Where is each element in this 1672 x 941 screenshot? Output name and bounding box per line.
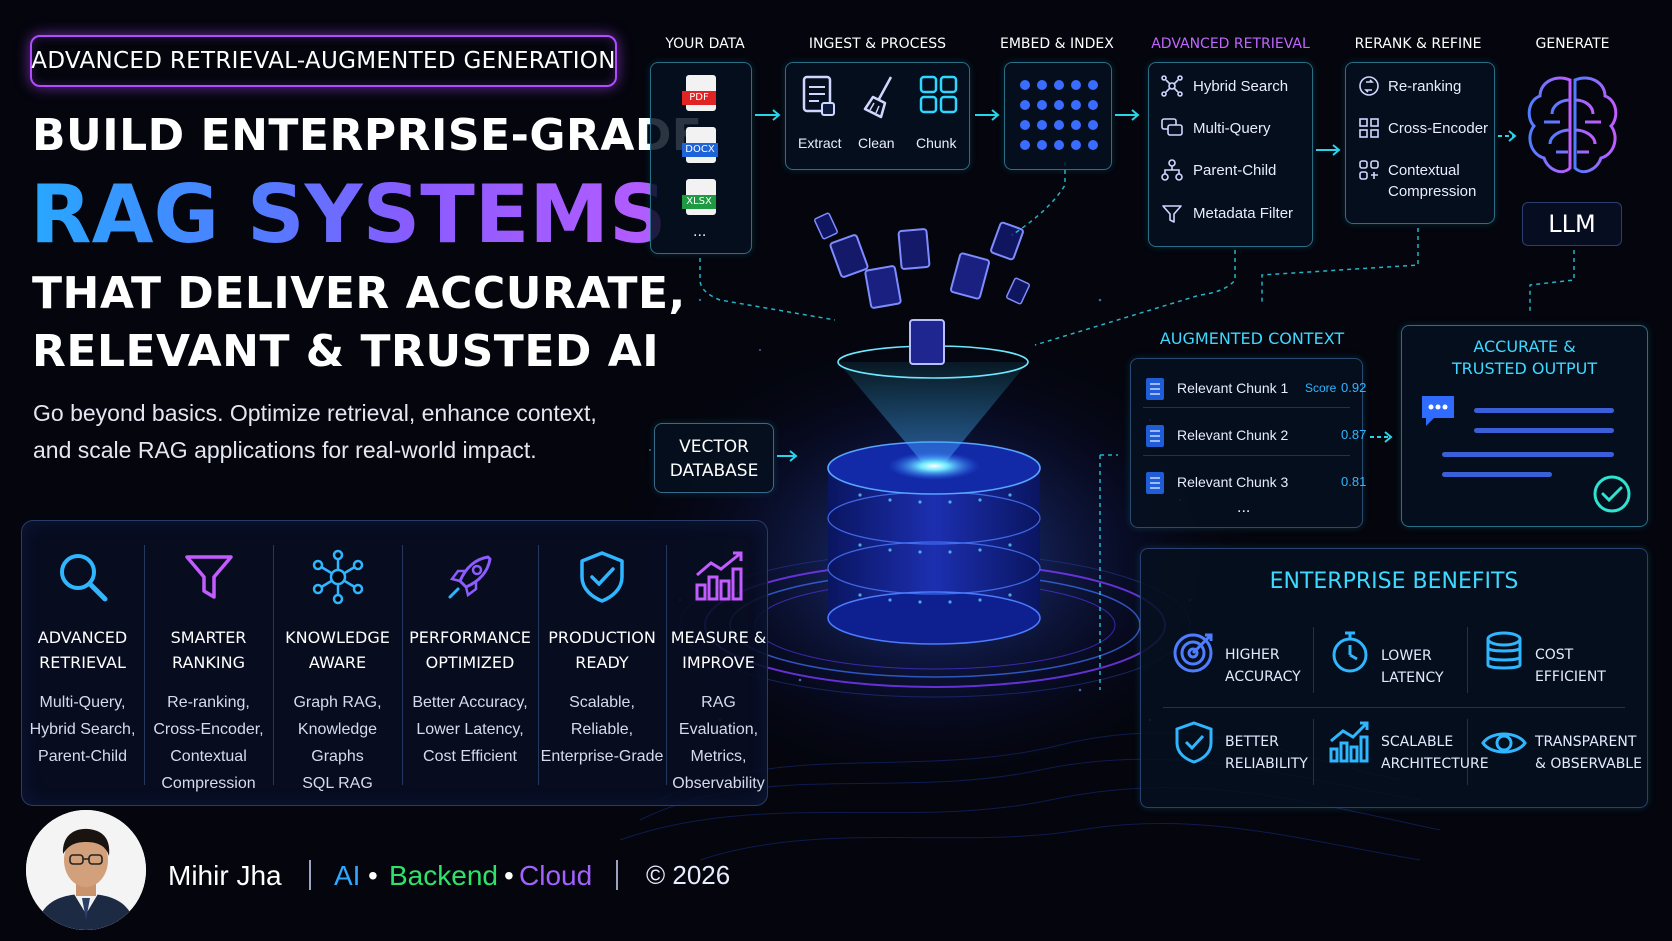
ingest-box: Extract Clean Chunk [785, 62, 970, 170]
rerank-item-reranking: Re-ranking [1388, 78, 1462, 95]
multi-query-icon [1161, 118, 1183, 136]
headline-line-3: THAT DELIVER ACCURATE, [32, 268, 686, 319]
embed-index-box [1004, 62, 1112, 170]
chunk-grid-icon [919, 75, 958, 114]
magnifier-icon [59, 554, 107, 602]
footer-tag-cloud: Cloud [519, 860, 593, 891]
retrieval-item-parent-child: Parent-Child [1193, 162, 1277, 179]
cross-encoder-icon [1359, 118, 1379, 138]
stage-label-your-data: YOUR DATA [665, 36, 745, 52]
xlsx-file-icon: XLSX [682, 179, 716, 215]
feature-measure-improve: MEASURE &IMPROVE RAG Evaluation,Metrics,… [668, 521, 769, 807]
footer-tag-ai: AI [334, 860, 361, 891]
author-name: Mihir Jha [168, 860, 282, 891]
footer-dot: • [368, 860, 378, 891]
ingest-step-extract: Extract [798, 135, 842, 151]
context-chunk: Relevant Chunk 2 0.87 [1145, 418, 1366, 452]
headline-line-1: BUILD ENTERPRISE-GRADE [32, 110, 703, 161]
brain-icon [1527, 76, 1618, 174]
rocket-icon [448, 555, 492, 599]
rerank-item-compression: Compression [1388, 183, 1477, 200]
retrieval-item-metadata-filter: Metadata Filter [1193, 205, 1294, 222]
broom-icon [863, 76, 893, 119]
retrieval-item-multi-query: Multi-Query [1193, 120, 1271, 137]
target-icon [1173, 633, 1213, 673]
subheadline-line-1: Go beyond basics. Optimize retrieval, en… [33, 400, 597, 426]
rerank-box: Re-ranking Cross-Encoder Contextual Comp… [1345, 62, 1495, 224]
your-data-box: PDF DOCX XLSX ... [650, 62, 752, 254]
pdf-file-icon: PDF [682, 75, 716, 111]
header-badge: ADVANCED RETRIEVAL-AUGMENTED GENERATION [30, 35, 617, 87]
stopwatch-icon [1332, 631, 1368, 673]
shield-check-icon [580, 551, 624, 603]
augmented-context-title: AUGMENTED CONTEXT [1159, 329, 1345, 348]
avatar [26, 810, 146, 930]
parent-child-icon [1161, 159, 1183, 181]
retrieval-item-hybrid-search: Hybrid Search [1193, 78, 1289, 95]
docx-file-icon: DOCX [682, 127, 718, 163]
benefit-transparent-observable: TRANSPARENT& OBSERVABLE [1535, 734, 1642, 772]
retrieval-box: Hybrid Search Multi-Query Parent-Child M… [1148, 62, 1313, 247]
vector-dots-icon [1020, 80, 1098, 150]
stage-label-ingest: INGEST & PROCESS [808, 36, 947, 52]
hybrid-search-icon [1161, 75, 1183, 97]
ingest-step-clean: Clean [858, 135, 895, 151]
headline-line-4: RELEVANT & TRUSTED AI [32, 326, 660, 377]
footer-divider [616, 860, 618, 890]
filter-icon [1162, 205, 1182, 223]
rerank-item-cross-encoder: Cross-Encoder [1388, 120, 1489, 137]
rerank-cycle-icon [1359, 76, 1379, 96]
check-circle-icon [1593, 475, 1631, 513]
footer-divider [309, 860, 311, 890]
benefits-title: ENTERPRISE BENEFITS [1269, 569, 1519, 594]
subheadline-line-2: and scale RAG applications for real-worl… [33, 437, 537, 463]
chat-bubble-icon [1422, 396, 1454, 426]
coin-stack-icon [1486, 631, 1522, 670]
context-chunk: Relevant Chunk 1 Score 0.92 [1145, 371, 1366, 405]
headline-line-2: RAG SYSTEMS [30, 168, 667, 261]
stage-label-rerank: RERANK & REFINE [1354, 36, 1482, 52]
graph-network-icon [312, 549, 363, 605]
funnel-icon [184, 555, 233, 599]
bar-chart-up-icon [695, 551, 742, 601]
footer-dot: • [504, 860, 514, 891]
bar-chart-up-icon [1329, 721, 1369, 763]
shield-check-icon [1175, 721, 1213, 764]
stage-label-generate: GENERATE [1535, 36, 1610, 52]
stage-label-embed: EMBED & INDEX [1000, 36, 1114, 52]
ingest-step-chunk: Chunk [916, 135, 957, 151]
footer-copyright: © 2026 [646, 860, 731, 890]
llm-box: LLM [1522, 202, 1622, 246]
extract-document-icon [802, 75, 835, 116]
footer-tag-backend: Backend [389, 860, 498, 891]
eye-icon [1481, 732, 1527, 754]
context-chunk: Relevant Chunk 3 0.81 [1145, 465, 1366, 499]
compression-icon [1359, 160, 1379, 180]
person-portrait-icon [26, 810, 146, 930]
trusted-output-box: ACCURATE &TRUSTED OUTPUT [1401, 325, 1648, 527]
rerank-item-contextual: Contextual [1388, 162, 1460, 179]
stage-label-retrieval: ADVANCED RETRIEVAL [1151, 36, 1310, 52]
augmented-context-box: Relevant Chunk 1 Score 0.92 Relevant Chu… [1130, 358, 1366, 528]
